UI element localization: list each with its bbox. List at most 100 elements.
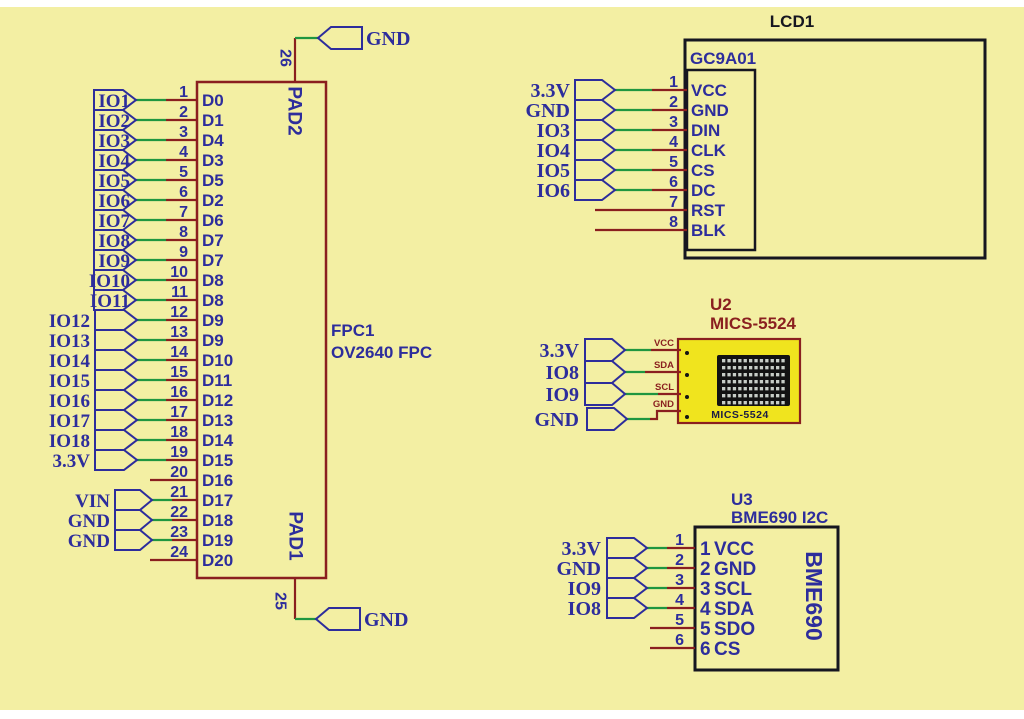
pin-number-inside: 2 — [700, 559, 711, 580]
lcd1-inner-body — [685, 68, 757, 252]
pin-name: D2 — [202, 191, 224, 210]
net-label: IO8 — [546, 362, 579, 384]
pin-name: D11 — [202, 371, 232, 390]
pin-name: D3 — [202, 151, 224, 170]
net-flag — [574, 159, 617, 181]
pin-dot — [685, 351, 689, 355]
pin-name: D13 — [202, 411, 233, 430]
pin-name: CS — [691, 161, 715, 180]
net-flag — [114, 529, 154, 551]
fpc1-body — [195, 80, 328, 580]
pin-name: BLK — [691, 221, 727, 240]
u2-pin-dots — [685, 351, 689, 419]
net-flag — [606, 577, 649, 599]
gnd-flag-bottom — [314, 607, 361, 631]
wire-segment — [650, 409, 681, 421]
pin-number: 11 — [171, 284, 188, 301]
pin-number: 7 — [179, 204, 188, 221]
pin-number-inside: 1 — [700, 539, 711, 560]
pin-name: SCL — [714, 579, 752, 600]
net-flag — [93, 149, 138, 171]
net-flag — [94, 429, 139, 451]
net-flag — [574, 139, 617, 161]
pin-number: 6 — [675, 632, 684, 649]
pin-number: 8 — [179, 224, 188, 241]
pad2-pin-number: 26 — [276, 49, 293, 67]
fpc1-refdes: FPC1 — [331, 321, 374, 340]
pin-name: CLK — [691, 141, 727, 160]
net-flag — [586, 407, 629, 431]
pin-name: D12 — [202, 391, 233, 410]
net-label: IO3 — [98, 131, 130, 152]
net-label: IO4 — [537, 140, 570, 162]
pin-number: 5 — [675, 612, 684, 629]
pin-name: D5 — [202, 171, 224, 190]
net-label: GND — [557, 558, 601, 580]
net-label: IO8 — [568, 598, 601, 620]
u3-body — [693, 525, 840, 672]
pin-number: 12 — [170, 304, 188, 321]
net-label: IO12 — [49, 311, 90, 332]
net-label: IO1 — [98, 91, 130, 112]
net-flag — [584, 382, 627, 406]
net-label: IO9 — [546, 384, 579, 406]
pin-number: 19 — [170, 444, 188, 461]
u3-refdes: U3 — [731, 490, 753, 509]
pin-number: 20 — [170, 464, 188, 481]
pin-number: 1 — [179, 84, 188, 101]
pin-number: 21 — [170, 484, 188, 501]
pin-number: 17 — [170, 404, 188, 421]
pin-number-inside: 4 — [700, 599, 711, 620]
net-flag — [114, 509, 154, 531]
u2-part: MICS-5524 — [710, 314, 797, 333]
fpc1-connector: FPC1 OV2640 FPC 26 PAD2 GND 25 PAD1 GND … — [49, 26, 432, 631]
net-flag — [574, 179, 617, 201]
net-label: IO5 — [537, 160, 570, 182]
pin-name: D6 — [202, 211, 224, 230]
net-flag — [94, 369, 139, 391]
net-flag — [606, 557, 649, 579]
net-label: GND — [526, 100, 570, 122]
net-label: IO5 — [98, 171, 130, 192]
pin-name: D9 — [202, 331, 224, 350]
net-flag — [93, 229, 138, 251]
net-label: GND — [68, 531, 110, 552]
net-flag — [94, 449, 139, 471]
u3-part: BME690 I2C — [731, 508, 828, 527]
u2-chip-label: MICS-5524 — [711, 409, 769, 421]
pin-number-inside: 5 — [700, 619, 711, 640]
pin-number: 2 — [179, 104, 188, 121]
fpc1-part: OV2640 FPC — [331, 343, 432, 362]
pad1-pin-number: 25 — [271, 592, 288, 610]
pin-name: D7 — [202, 231, 224, 250]
net-label: IO8 — [98, 231, 130, 252]
pin-number: 8 — [669, 214, 678, 231]
sensor-mesh-dots — [722, 359, 785, 405]
net-flag — [574, 79, 617, 101]
pin-dot — [685, 395, 689, 399]
fpc-pin-row: 8 D7 IO8 — [93, 224, 224, 252]
page-margin-top — [0, 0, 1024, 7]
net-flag — [93, 129, 138, 151]
